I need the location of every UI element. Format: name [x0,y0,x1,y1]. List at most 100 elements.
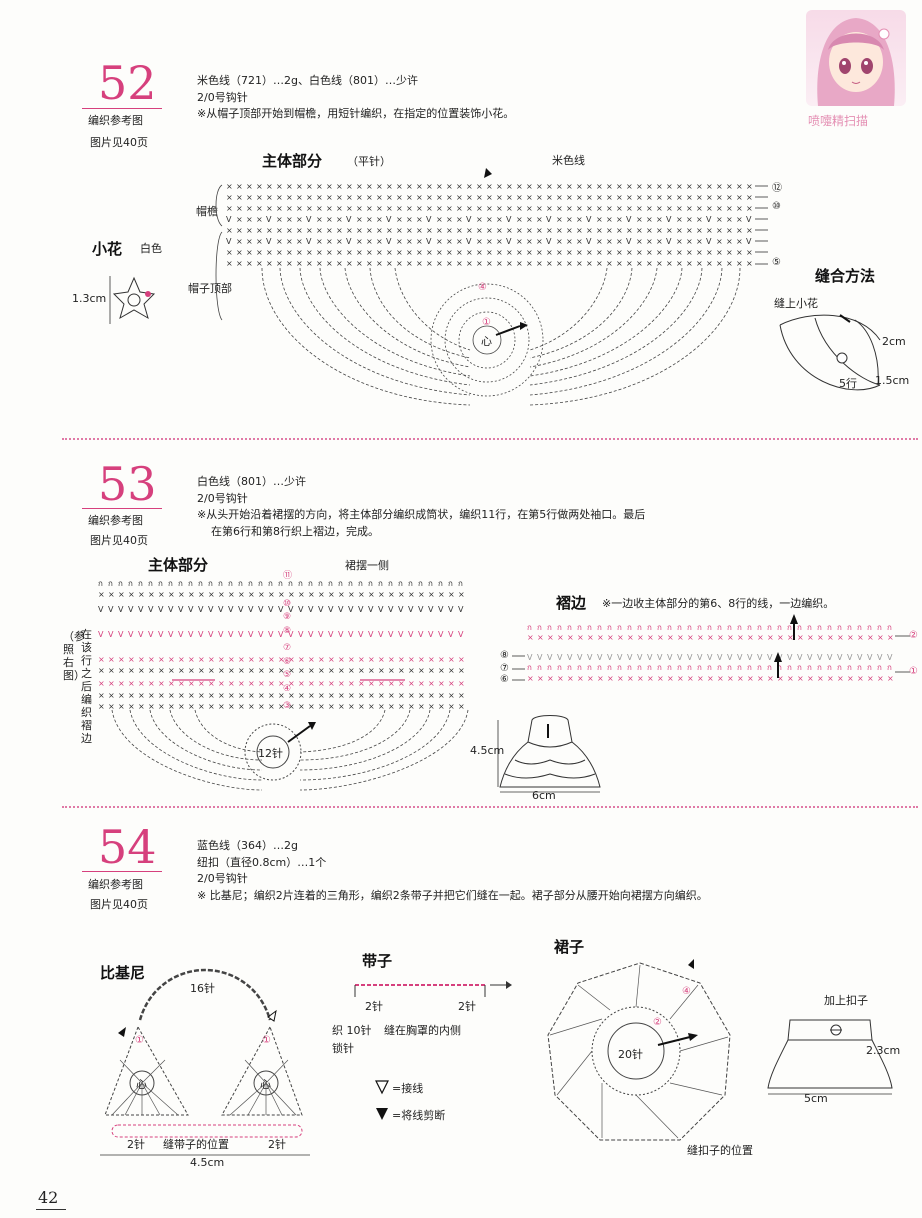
stitch-symbol: × [716,237,723,246]
dress-height: 4.5cm [470,744,505,757]
stitch-symbol: V [767,653,773,662]
stitch-symbol: × [576,259,583,268]
stitch-symbol: V [667,653,673,662]
stitch-symbol: × [626,193,633,202]
stitch-symbol: × [298,666,305,675]
stitch-symbol: V [348,630,354,639]
stitch-symbol: × [536,204,543,213]
instructions-line: ※从头开始沿着裙摆的方向，将主体部分编织成筒状，编织11行，在第5行做两处袖口。… [197,508,646,521]
stitch-symbol: × [458,655,465,664]
stitch-symbol: ก [787,663,792,672]
skirt-height: 2.3cm [866,1044,901,1057]
stitch-symbol: × [676,237,683,246]
stitch-symbol: V [238,605,244,614]
stitch-symbol: V [527,653,533,662]
stitch-symbol: × [218,691,225,700]
stitch-symbol: × [406,204,413,213]
stitch-symbol: V [258,605,264,614]
stitch-symbol: × [208,691,215,700]
stitch-symbol: × [456,215,463,224]
stitch-symbol: × [278,655,285,664]
stitch-symbol: V [346,237,352,246]
row-10-marker: ⑩ [772,201,781,212]
stitch-symbol: × [188,702,195,711]
stitch-symbol: ก [817,623,822,632]
stitch-symbol: × [446,226,453,235]
ref-label: 编织参考图 [88,878,143,891]
stitch-symbol: × [256,193,263,202]
stitch-symbol: ก [667,663,672,672]
stitch-symbol: × [118,702,125,711]
stitch-symbol: × [438,702,445,711]
dress-row-markers: ⑪ ⑩ ⑨ ⑧ ⑦ ⑥ ⑤ ④ ③ [283,570,292,714]
stitch-symbol: ก [767,623,772,632]
stitch-symbol: V [567,653,573,662]
stitch-symbol: × [198,679,205,688]
stitch-symbol: × [228,691,235,700]
stitch-symbol: × [306,226,313,235]
stitch-symbol: × [557,674,564,683]
stitch-symbol: V [837,653,843,662]
stitch-symbol: × [366,237,373,246]
stitch-symbol: × [306,182,313,191]
stitch-symbol: × [496,215,503,224]
main-part-subtitle: （平针） [347,155,391,168]
stitch-symbol: × [706,259,713,268]
stitch-symbol: × [438,691,445,700]
stitch-symbol: V [797,653,803,662]
stitch-symbol: ก [847,663,852,672]
stitch-symbol: × [627,633,634,642]
stitch-symbol: × [226,182,233,191]
stitch-symbol: ก [438,579,443,588]
stitch-symbol: × [238,679,245,688]
flower-color: 白色 [140,242,162,255]
stitch-symbol: × [138,691,145,700]
stitch-symbol: × [148,679,155,688]
stitch-symbol: × [406,248,413,257]
stitch-symbol: ก [547,623,552,632]
stitch-symbol: × [138,655,145,664]
stitch-symbol: × [516,215,523,224]
stitch-symbol: × [736,226,743,235]
stitch-symbol: V [637,653,643,662]
stitch-symbol: × [647,633,654,642]
row-marker: ⑤ [283,670,292,680]
stitch-symbol: × [148,590,155,599]
stitch-symbol: ก [577,663,582,672]
stitch-symbol: ก [368,579,373,588]
stitch-symbol: V [546,237,552,246]
stitch-symbol: × [736,237,743,246]
stitch-symbol: × [566,259,573,268]
stitch-symbol: × [746,248,753,257]
stitch-symbol: × [616,193,623,202]
stitch-symbol: × [238,590,245,599]
stitch-symbol: × [646,204,653,213]
stitch-symbol: × [278,679,285,688]
stitch-symbol: ก [687,663,692,672]
stitch-symbol: ก [757,663,762,672]
stitch-symbol: × [108,679,115,688]
stitch-symbol: V [757,653,763,662]
stitch-symbol: × [416,259,423,268]
stitch-symbol: × [666,182,673,191]
stitch-symbol: × [616,182,623,191]
stitch-symbol: × [376,259,383,268]
dress-illustration [497,715,601,793]
stitch-symbol: × [218,590,225,599]
stitch-symbol: × [158,666,165,675]
stitch-symbol: ก [867,663,872,672]
stitch-symbol: × [296,204,303,213]
stitch-symbol: × [436,248,443,257]
stitch-symbol: × [148,702,155,711]
stitch-symbol: × [208,666,215,675]
stitch-symbol: × [256,215,263,224]
stitch-symbol: × [686,259,693,268]
stitch-symbol: V [597,653,603,662]
stitch-symbol: × [318,679,325,688]
stitch-symbol: × [626,248,633,257]
stitch-symbol: V [178,630,184,639]
row-marker: ⑪ [283,571,293,581]
stitch-symbol: × [356,226,363,235]
stitch-symbol: ก [348,579,353,588]
stitch-symbol: × [316,193,323,202]
